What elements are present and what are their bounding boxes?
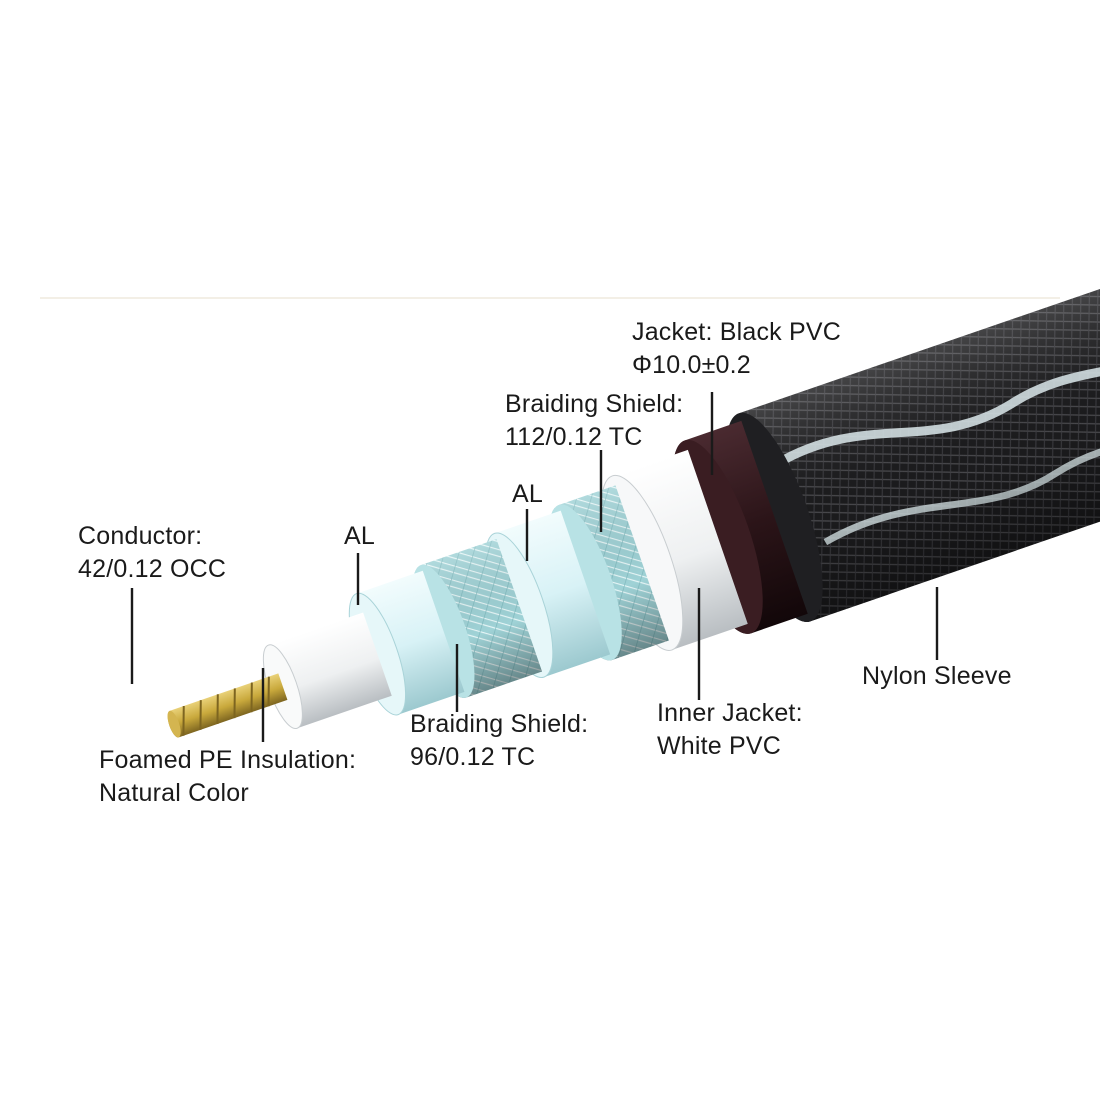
inner-jacket-label-line2: White PVC [657,732,782,760]
insulation-label: Foamed PE Insulation: Natural Color [99,744,356,810]
jacket-label: Jacket: Black PVC Φ10.0±0.2 [632,316,841,382]
jacket-label-line1: Jacket: Black PVC [632,318,842,346]
braid-upper-label: Braiding Shield: 112/0.12 TC [505,388,683,454]
conductor-layer [167,673,288,738]
conductor-label: Conductor: 42/0.12 OCC [78,520,226,586]
al-first-label: AL [344,520,375,553]
cable-body [167,244,1100,738]
insulation-label-line1: Foamed PE Insulation: [99,746,357,774]
conductor-label-line2: 42/0.12 OCC [78,555,227,583]
nylon-sleeve-label-line1: Nylon Sleeve [862,662,1012,690]
al-second-label: AL [512,478,543,511]
jacket-label-line2: Φ10.0±0.2 [632,351,751,379]
insulation-label-line2: Natural Color [99,779,249,807]
braid-upper-label-line1: Braiding Shield: [505,390,684,418]
braid-upper-label-line2: 112/0.12 TC [505,423,643,451]
al-first-label-line1: AL [344,522,375,550]
inner-jacket-label: Inner Jacket: White PVC [657,697,803,763]
inner-jacket-label-line1: Inner Jacket: [657,699,803,727]
nylon-sleeve-label: Nylon Sleeve [862,660,1012,693]
al-second-label-line1: AL [512,480,543,508]
braid-lower-label-line1: Braiding Shield: [410,710,589,738]
conductor-label-line1: Conductor: [78,522,203,550]
braid-lower-label-line2: 96/0.12 TC [410,743,536,771]
leader-lines [130,392,939,742]
braid-lower-label: Braiding Shield: 96/0.12 TC [410,708,588,774]
